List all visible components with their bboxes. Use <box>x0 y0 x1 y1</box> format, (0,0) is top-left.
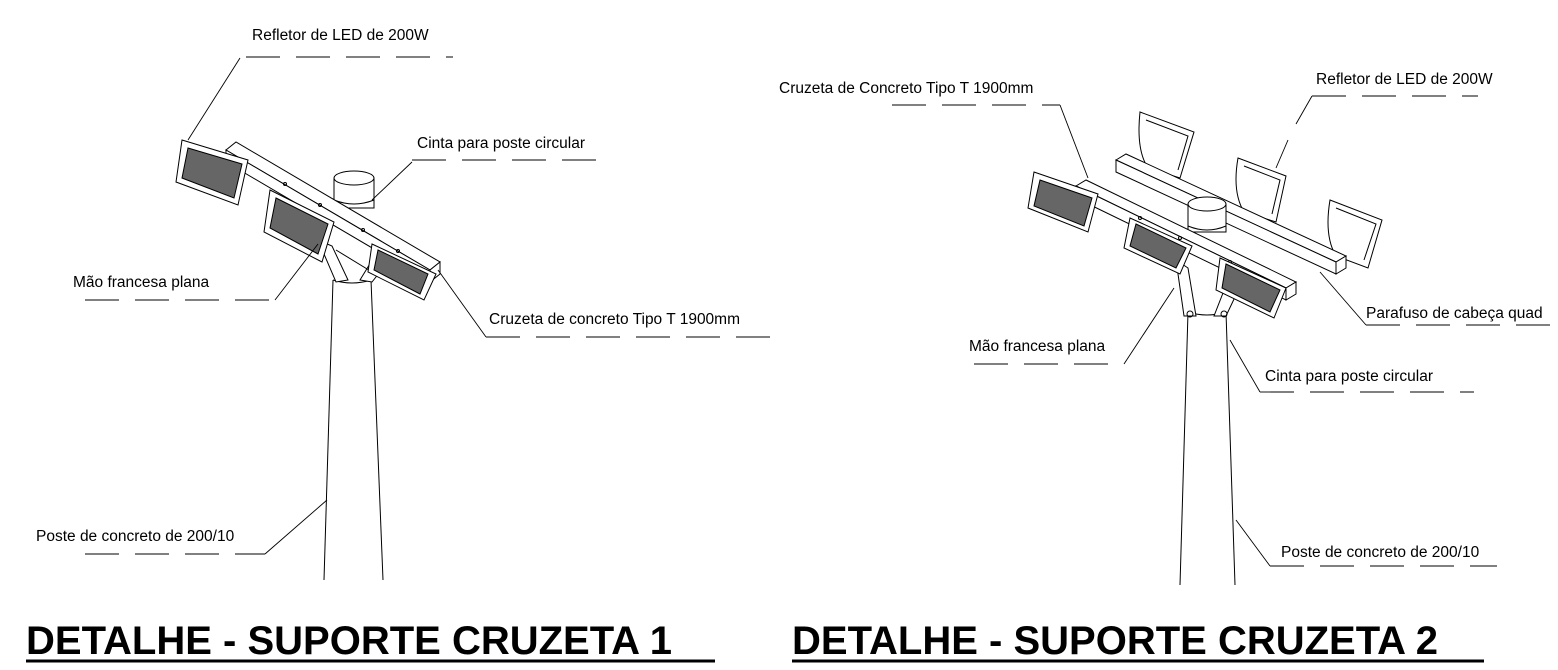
led-reflector-2a <box>1027 171 1099 233</box>
callout-mao-francesa-1: Mão francesa plana <box>73 243 319 301</box>
callout-cruzeta-2: Cruzeta de Concreto Tipo T 1900mm <box>779 80 1089 179</box>
label-poste-1: Poste de concreto de 200/10 <box>36 528 235 545</box>
led-reflector-2b <box>1123 217 1193 275</box>
led-reflector-1b <box>263 189 335 263</box>
pole-band-1 <box>333 170 375 209</box>
callout-cinta-2: Cinta para poste circular <box>1229 339 1474 393</box>
callout-poste-1: Poste de concreto de 200/10 <box>36 499 328 555</box>
label-refletor-1: Refletor de LED de 200W <box>252 27 429 44</box>
callout-refletor-1: Refletor de LED de 200W <box>187 27 453 141</box>
led-reflector-1a <box>175 139 249 206</box>
label-cruzeta-2: Cruzeta de Concreto Tipo T 1900mm <box>779 80 1033 97</box>
label-cruzeta-1: Cruzeta de concreto Tipo T 1900mm <box>489 311 740 328</box>
callout-mao-francesa-2: Mão francesa plana <box>969 287 1175 365</box>
callout-cinta-1: Cinta para poste circular <box>371 135 602 201</box>
led-reflector-2-rear-c <box>1327 199 1383 269</box>
label-mao-francesa-1: Mão francesa plana <box>73 274 210 291</box>
label-cinta-2: Cinta para poste circular <box>1265 368 1433 385</box>
callout-cruzeta-1: Cruzeta de concreto Tipo T 1900mm <box>437 269 778 338</box>
led-reflector-2c <box>1215 257 1287 319</box>
label-cinta-1: Cinta para poste circular <box>417 135 585 152</box>
callout-poste-2: Poste de concreto de 200/10 <box>1235 519 1497 567</box>
title-detail-1: DETALHE - SUPORTE CRUZETA 1 <box>26 619 672 663</box>
detail-1: Refletor de LED de 200W Cinta para poste… <box>26 27 778 663</box>
label-refletor-2: Refletor de LED de 200W <box>1316 71 1493 88</box>
title-detail-2: DETALHE - SUPORTE CRUZETA 2 <box>792 619 1438 663</box>
callout-refletor-2: Refletor de LED de 200W <box>1275 71 1493 169</box>
label-poste-2: Poste de concreto de 200/10 <box>1281 544 1480 561</box>
led-reflector-1c <box>367 243 437 301</box>
pole-band-2 <box>1187 196 1227 233</box>
callout-parafuso-2: Parafuso de cabeça quad <box>1319 271 1558 326</box>
pole-1 <box>323 279 384 581</box>
label-mao-francesa-2: Mão francesa plana <box>969 338 1106 355</box>
pole-2 <box>1179 311 1236 586</box>
detail-2: Cruzeta de Concreto Tipo T 1900mm Reflet… <box>779 71 1558 663</box>
led-reflector-2-rear-b <box>1235 157 1287 223</box>
label-parafuso-2: Parafuso de cabeça quad <box>1366 305 1543 322</box>
